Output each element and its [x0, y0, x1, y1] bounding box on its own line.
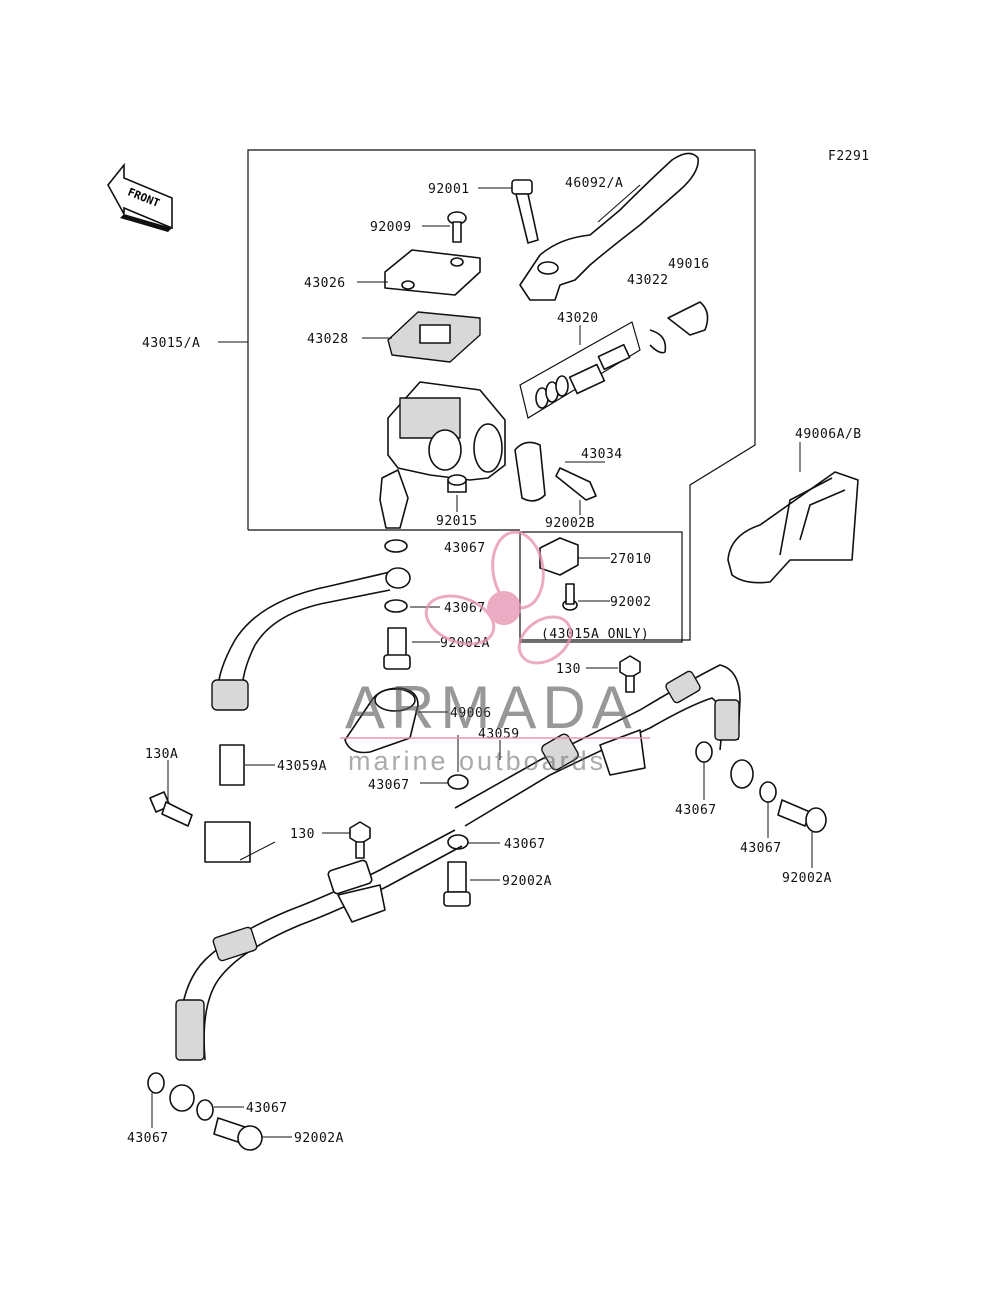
dust-boot [667, 301, 709, 336]
mounting-bolt-130a [149, 791, 193, 827]
copper-washer [695, 741, 713, 763]
copper-washer [384, 599, 408, 613]
switch-screw [562, 583, 578, 611]
label-43020: 43020 [557, 311, 599, 326]
master-cylinder-body [379, 381, 506, 529]
brake-hose-lower [169, 829, 463, 1112]
mounting-bolt [619, 655, 641, 693]
clamp-bolt [555, 467, 597, 501]
label-43034: 43034 [581, 447, 623, 462]
label-92001: 92001 [428, 182, 470, 197]
label-92009: 92009 [370, 220, 412, 235]
copper-washer [384, 539, 408, 553]
label-43067-b: 43067 [444, 601, 486, 616]
hose-fitting-cover [344, 687, 419, 754]
label-43067-f: 43067 [127, 1131, 169, 1146]
label-box-note: (43015A ONLY) [541, 627, 649, 642]
reservoir-diaphragm [387, 311, 481, 363]
piston-kit [519, 321, 641, 419]
banjo-bolt [213, 1117, 263, 1151]
label-43059a: 43059A [277, 759, 327, 774]
bleeder-nipple [447, 474, 467, 493]
brake-lever [519, 152, 699, 301]
label-43067-r2: 43067 [740, 841, 782, 856]
label-92002a-c: 92002A [294, 1131, 344, 1146]
label-43067-d: 43067 [504, 837, 546, 852]
banjo-bolt [777, 799, 827, 833]
assembly-frame [247, 149, 756, 641]
copper-washer [196, 1099, 214, 1121]
circlip [649, 329, 667, 354]
label-43067-r1: 43067 [675, 803, 717, 818]
label-92002a-b: 92002A [502, 874, 552, 889]
figure-code: F2291 [828, 149, 870, 164]
label-49006: 49006 [450, 706, 492, 721]
pivot-bolt [511, 179, 539, 244]
copper-washer [759, 781, 777, 803]
label-46092a: 46092/A [565, 176, 623, 191]
label-43022: 43022 [627, 273, 669, 288]
label-49006ab: 49006A/B [795, 427, 862, 442]
mounting-bolt [349, 821, 371, 859]
label-43026: 43026 [304, 276, 346, 291]
copper-washer [147, 1072, 165, 1094]
label-43067-e: 43067 [246, 1101, 288, 1116]
cap-screw [447, 211, 467, 243]
leader-lines [151, 184, 813, 1138]
label-43028: 43028 [307, 332, 349, 347]
watermark-title: ARMADA [345, 674, 638, 741]
label-49016: 49016 [668, 257, 710, 272]
handlebar-clamp [514, 441, 546, 502]
label-27010: 27010 [610, 552, 652, 567]
propeller-logo-icon [424, 530, 573, 665]
label-92002b: 92002B [545, 516, 595, 531]
switch-box-frame [519, 531, 683, 643]
label-43015a: 43015/A [142, 336, 200, 351]
label-130a: 130A [145, 747, 178, 762]
watermark: ARMADA marine outboards [340, 530, 650, 776]
label-92002-box: 92002 [610, 595, 652, 610]
copper-washer [447, 774, 469, 790]
label-92015: 92015 [436, 514, 478, 529]
watermark-subtitle: marine outboards [348, 746, 606, 776]
brake-hose-main [454, 664, 754, 827]
front-arrow-icon: FRONT [107, 162, 173, 232]
label-130-a: 130 [556, 662, 581, 677]
label-43067-c: 43067 [368, 778, 410, 793]
brake-light-switch [539, 537, 579, 576]
banjo-bolt [443, 861, 471, 907]
label-130-b: 130 [290, 827, 315, 842]
reservoir-cap [384, 249, 481, 296]
label-43067-top: 43067 [444, 541, 486, 556]
lever-cover [727, 471, 859, 584]
banjo-bolt [383, 627, 411, 670]
copper-washer [447, 834, 469, 850]
label-92002a-r: 92002A [782, 871, 832, 886]
brake-hose-upper [204, 567, 411, 863]
